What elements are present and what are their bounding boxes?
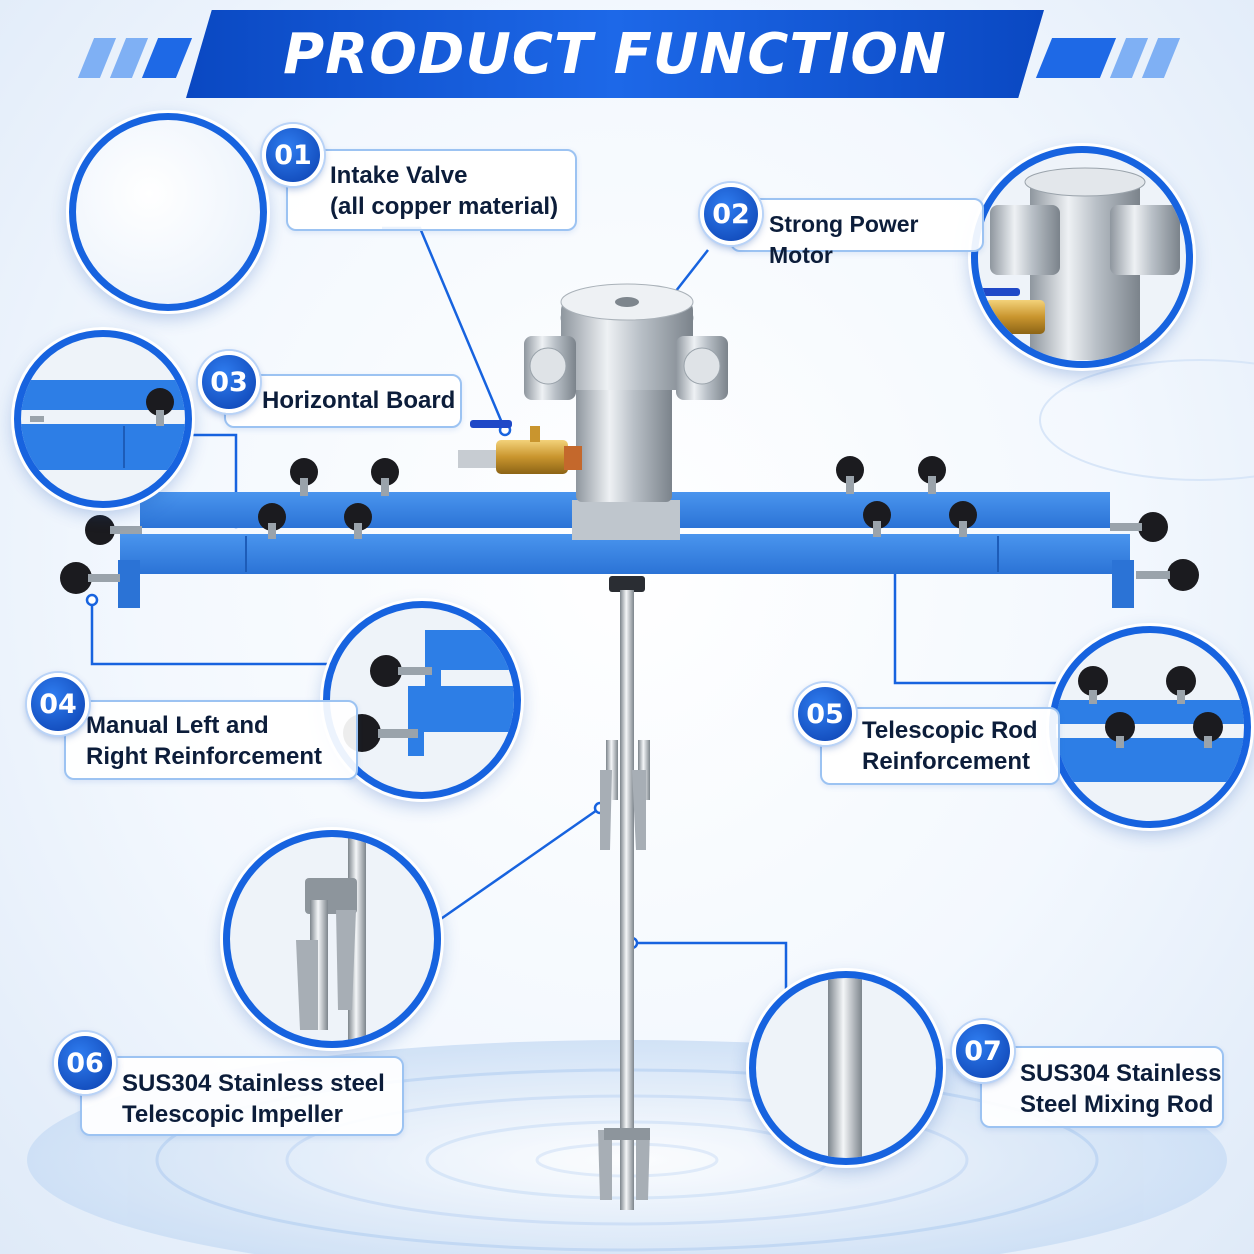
feature-05-badge: 05 <box>794 683 856 745</box>
valve-zoom-circle <box>69 113 267 311</box>
banner-stripes-left <box>77 38 196 78</box>
feature-02-label-box: Strong Power Motor <box>730 198 984 268</box>
air-motor <box>524 283 728 502</box>
rod-knob-zoom-circle <box>1049 626 1251 828</box>
feature-07-label: SUS304 Stainless Steel Mixing Rod <box>1020 1060 1222 1118</box>
feature-02-label: Strong Power Motor <box>769 211 919 268</box>
page-title: PRODUCT FUNCTION <box>283 21 947 87</box>
feature-05-label-box: Telescopic Rod Reinforcement <box>820 707 1060 785</box>
mixing-shaft <box>598 576 650 1210</box>
feature-03-badge: 03 <box>198 351 260 413</box>
board-zoom-circle <box>14 330 192 508</box>
intake-valve <box>458 420 582 474</box>
knob-icons <box>60 456 1199 594</box>
feature-01-label-box: Intake Valve (all copper material) <box>286 149 577 231</box>
motor-zoom-circle <box>971 146 1193 368</box>
impeller-zoom-circle <box>223 830 441 1048</box>
feature-04-label: Manual Left and Right Reinforcement <box>86 712 323 770</box>
feature-04-label-box: Manual Left and Right Reinforcement <box>64 700 358 780</box>
feature-03-label: Horizontal Board <box>262 387 456 414</box>
rod-zoom-circle <box>749 971 943 1165</box>
feature-02-badge: 02 <box>700 183 762 245</box>
feature-07-label-box: SUS304 Stainless Steel Mixing Rod <box>980 1046 1224 1128</box>
feature-06-label-box: SUS304 Stainless steel Telescopic Impell… <box>80 1056 404 1136</box>
feature-06-badge: 06 <box>54 1032 116 1094</box>
banner-stripes-right <box>1035 38 1181 78</box>
feature-07-badge: 07 <box>952 1020 1014 1082</box>
title-banner: PRODUCT FUNCTION <box>186 10 1044 98</box>
feature-05-label: Telescopic Rod Reinforcement <box>862 717 1038 775</box>
feature-01-badge: 01 <box>262 124 324 186</box>
feature-04-badge: 04 <box>27 673 89 735</box>
feature-01-label: Intake Valve (all copper material) <box>330 162 559 220</box>
feature-06-label: SUS304 Stainless steel Telescopic Impell… <box>122 1070 385 1128</box>
